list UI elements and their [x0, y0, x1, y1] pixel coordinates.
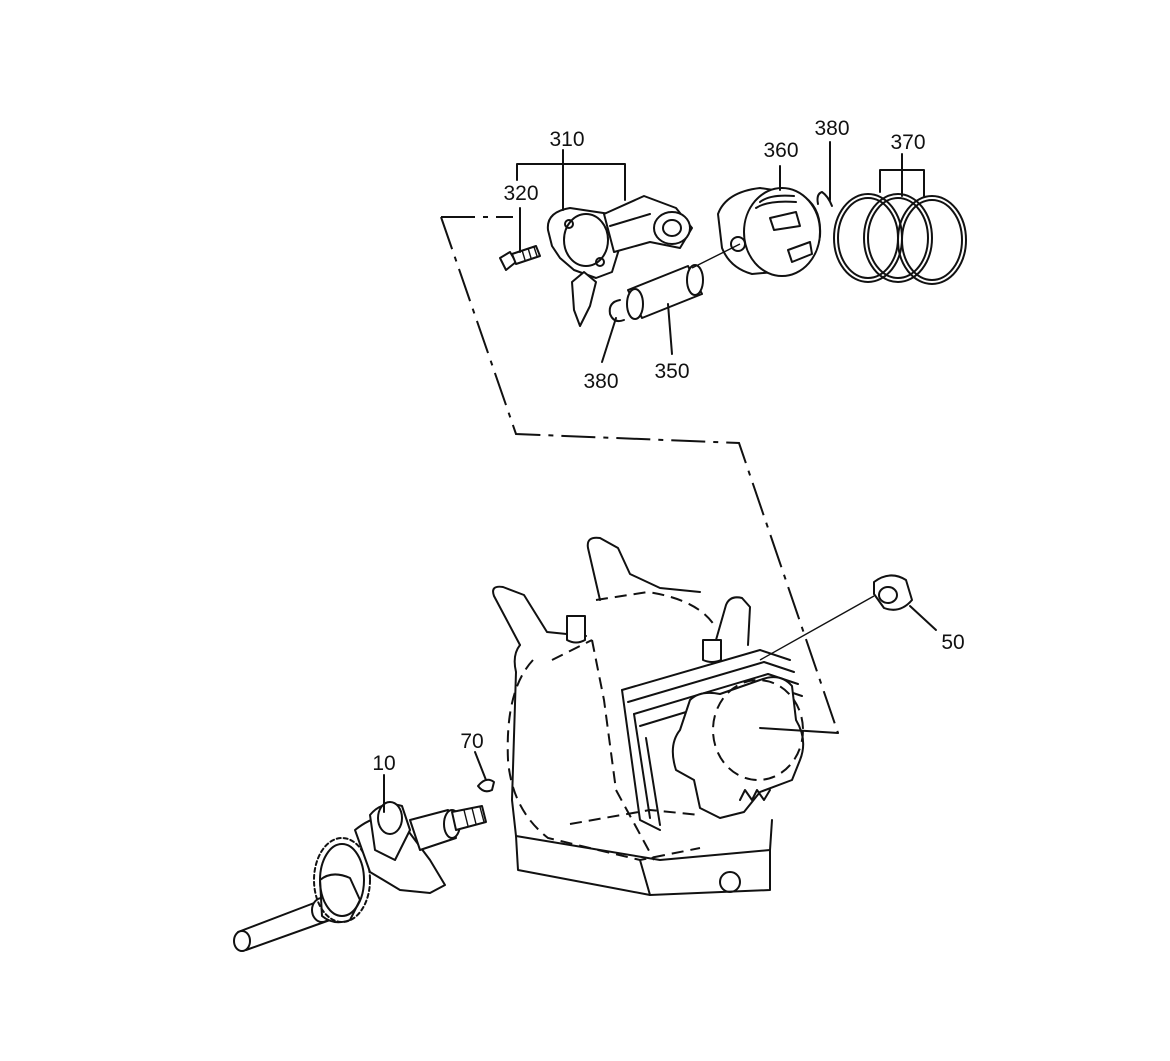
- rod-bolt: [499, 245, 541, 271]
- circlip-bottom: [608, 299, 625, 323]
- label-360: 360: [763, 139, 798, 162]
- leader-lines: [383, 141, 937, 813]
- label-370: 370: [890, 131, 925, 154]
- label-350: 350: [654, 360, 689, 383]
- label-320: 320: [503, 182, 538, 205]
- crankshaft: [233, 801, 487, 952]
- label-70: 70: [460, 730, 483, 753]
- assembly-chain-line: [440, 216, 839, 734]
- part-labels: 310 320 360 380 370 380 350 50 70 10: [372, 117, 964, 775]
- label-380-top: 380: [814, 117, 849, 140]
- connecting-rod: [546, 195, 693, 327]
- label-310: 310: [549, 128, 584, 151]
- label-10: 10: [372, 752, 395, 775]
- oil-seal: [873, 574, 913, 611]
- label-380-bottom: 380: [583, 370, 618, 393]
- label-50: 50: [941, 631, 964, 654]
- woodruff-key: [477, 778, 495, 793]
- cylinder-block: [492, 536, 805, 896]
- piston: [717, 187, 822, 277]
- piston-rings: [833, 193, 967, 285]
- piston-pin: [626, 264, 704, 320]
